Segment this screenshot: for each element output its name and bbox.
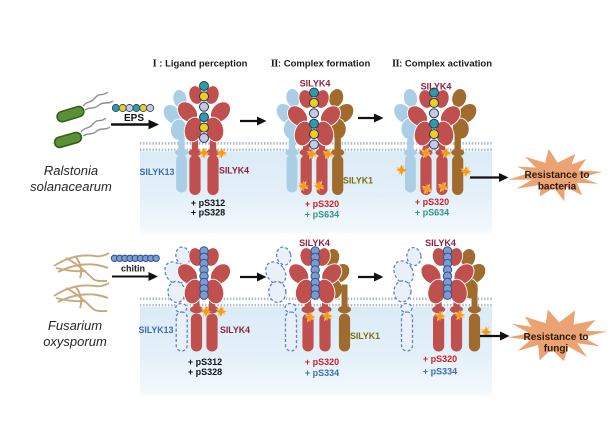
svg-text:Fusarium: Fusarium [48,318,102,333]
svg-text:Resistance to: Resistance to [523,332,588,343]
svg-text:SILYK13: SILYK13 [139,325,174,335]
svg-text:solanacearum: solanacearum [30,179,112,194]
svg-text:+ pS320: + pS320 [305,357,339,367]
svg-text:SILYK1: SILYK1 [343,176,373,186]
svg-text:+ pS334: + pS334 [305,368,339,378]
svg-text:+ pS634: + pS634 [305,210,339,220]
svg-text:fungi: fungi [544,344,569,355]
svg-text:+ pS634: + pS634 [415,208,449,218]
svg-text:SILYK1: SILYK1 [350,331,380,341]
svg-text:+ pS328: + pS328 [191,208,225,218]
svg-text:SILYK4: SILYK4 [220,325,250,335]
svg-text:EPS: EPS [124,113,144,124]
svg-text:+ pS320: + pS320 [415,197,449,207]
svg-text:+ pS320: + pS320 [305,199,339,209]
svg-text:+ pS334: + pS334 [423,367,457,377]
svg-text:SILYK4: SILYK4 [421,82,452,92]
svg-text:+ pS312: + pS312 [188,357,222,367]
svg-text:SILYK4: SILYK4 [299,238,330,248]
svg-text:SILYK13: SILYK13 [140,167,175,177]
svg-text:II: Complex activation: II: Complex activation [392,59,492,70]
svg-text:Resistance to: Resistance to [524,170,589,181]
svg-text:bacteria: bacteria [538,182,577,193]
svg-text:oxysporum: oxysporum [43,334,107,349]
svg-text:+ pS328: + pS328 [188,367,222,377]
svg-text:SILYK4: SILYK4 [425,238,456,248]
svg-text:Ralstonia: Ralstonia [44,163,98,178]
svg-text:SILYK4: SILYK4 [300,79,331,89]
svg-text:chitin: chitin [121,264,145,274]
svg-text:I : Ligand perception: I : Ligand perception [153,59,248,70]
svg-text:SILYK4: SILYK4 [219,166,249,176]
svg-text:II: Complex formation: II: Complex formation [271,59,371,70]
svg-text:+ pS320: + pS320 [423,354,457,364]
svg-text:+ pS312: + pS312 [191,198,225,208]
